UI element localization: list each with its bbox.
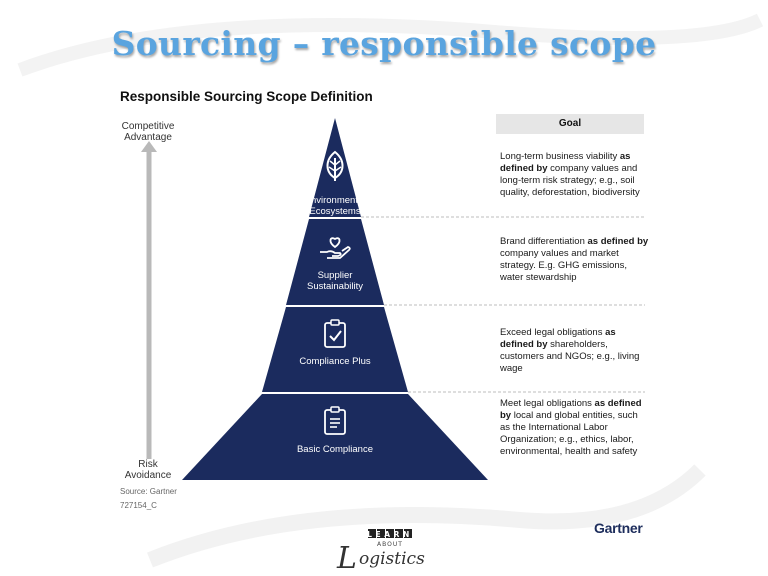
goal-text-suffix: local and global entities, such as the I…	[500, 410, 638, 457]
page-title: Sourcing – responsible scope	[111, 24, 657, 63]
goal-header: Goal	[496, 114, 644, 134]
hand-heart-icon	[320, 237, 351, 259]
pyramid-level-supplier	[286, 219, 384, 305]
goal-text-prefix: Long-term business viability	[500, 151, 618, 162]
logo-logistics-text: ogistics	[359, 549, 425, 569]
level-label-compliance-plus: Compliance Plus	[299, 356, 371, 367]
level-label-supplier: Supplier Sustainability	[275, 270, 395, 292]
axis-top-label-line1: Competitive	[121, 121, 175, 132]
goal-text-suffix: company values and market strategy. E.g.…	[500, 248, 628, 283]
learn-about-logistics-logo: LEARN ABOUT L ogistics	[336, 529, 425, 572]
diagram-subtitle: Responsible Sourcing Scope Definition	[120, 89, 373, 104]
goal-text-bold: as defined by	[500, 398, 642, 421]
axis-top-label: Competitive Advantage	[108, 121, 188, 143]
goal-text-bold: as defined by	[500, 327, 616, 350]
goal-text-suffix: company values and long-term risk strate…	[500, 163, 640, 198]
goal-text-supplier: Brand differentiation as defined by comp…	[500, 236, 650, 284]
level-label-environmental: Environmental Ecosystems	[275, 195, 395, 217]
level-label-supplier-line2: Sustainability	[307, 281, 363, 292]
level-label-supplier-line1: Supplier	[317, 270, 353, 281]
logo-initial: L	[336, 541, 357, 572]
goal-text-prefix: Brand differentiation	[500, 236, 585, 247]
level-label-basic: Basic Compliance	[296, 444, 374, 455]
goal-text-prefix: Exceed legal obligations	[500, 327, 603, 338]
clipboard-list-icon	[324, 406, 346, 435]
goal-text-compliance-plus: Exceed legal obligations as defined by s…	[500, 327, 650, 375]
goal-text-bold: as defined by	[500, 151, 631, 174]
axis-bottom-label-line2: Avoidance	[124, 470, 172, 481]
axis-top-label-line2: Advantage	[124, 132, 172, 143]
gartner-logo: Gartner	[594, 520, 643, 536]
logo-learn-text: LEARN	[367, 530, 413, 539]
pyramid-level-compliance-plus	[262, 307, 408, 392]
axis-bottom-label: Risk Avoidance	[108, 459, 188, 481]
logo-about-text: ABOUT	[377, 541, 403, 548]
axis-arrow	[141, 141, 157, 459]
document-id: 727154_C	[120, 501, 157, 510]
clipboard-check-icon	[324, 319, 346, 348]
goal-text-bold: as defined by	[587, 236, 649, 247]
level-label-environmental-line2: Ecosystems	[309, 206, 361, 217]
goal-text-suffix: shareholders, customers and NGOs; e.g., …	[500, 339, 640, 374]
level-label-environmental-line1: Environmental	[304, 195, 366, 206]
leaf-icon	[326, 150, 344, 181]
axis-bottom-label-line1: Risk	[138, 459, 158, 470]
goal-text-prefix: Meet legal obligations	[500, 398, 592, 409]
goal-text-basic: Meet legal obligations as defined by loc…	[500, 398, 650, 458]
source-note: Source: Gartner	[120, 487, 177, 496]
goal-text-environmental: Long-term business viability as defined …	[500, 151, 650, 199]
pyramid-level-basic	[182, 394, 488, 480]
